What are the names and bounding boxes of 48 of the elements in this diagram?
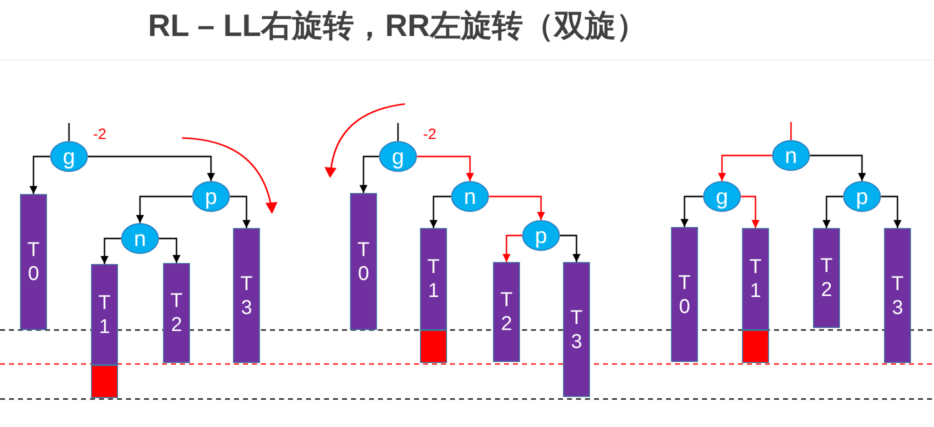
arrow [881,196,902,228]
tree-node: p [522,220,560,251]
tree-node: g [50,141,88,172]
subtree-bar: T 3 [884,228,911,363]
connector-line [68,123,70,141]
arrow [822,196,843,228]
tree-node: g [379,141,417,172]
arrow [810,154,866,181]
arrow [741,196,760,228]
arrow [30,156,50,194]
added-block [91,365,118,398]
tree-node: n [451,181,489,212]
subtree-bar: T 2 [493,262,520,362]
subtree-bar: T 0 [20,194,47,330]
title: RL – LL右旋转，RR左旋转（双旋） [148,7,647,45]
arrow [560,234,580,262]
arrow [417,156,474,181]
subtree-bar: T 3 [233,228,260,363]
arrow [159,238,180,263]
arrow [360,156,379,193]
tree-node: p [843,181,881,212]
arrow [88,156,215,181]
balance-factor: -2 [423,127,436,143]
arrow [502,234,522,262]
subtree-bar: T 1 [420,228,447,330]
tree-node: n [772,140,810,171]
tree-node: p [192,181,230,212]
connector-line [790,122,792,140]
arrow [718,154,772,181]
subtree-bar: T 2 [163,263,190,363]
subtree-bar: T 0 [671,227,698,362]
arrow [230,196,250,228]
arrow [100,238,121,264]
arrow [489,196,545,220]
balance-factor: -2 [93,127,106,143]
connector-line [397,123,399,141]
subtree-bar: T 3 [563,262,590,397]
tree-node: g [703,181,741,212]
arrow [680,196,703,227]
added-block [420,330,447,363]
added-block [742,330,769,363]
subtree-bar: T 1 [742,228,769,330]
subtree-bar: T 1 [91,264,118,365]
arrow [430,196,451,228]
arrow [136,196,192,223]
subtree-bar: T 2 [813,228,840,328]
subtree-bar: T 0 [350,193,377,330]
tree-node: n [121,223,159,254]
